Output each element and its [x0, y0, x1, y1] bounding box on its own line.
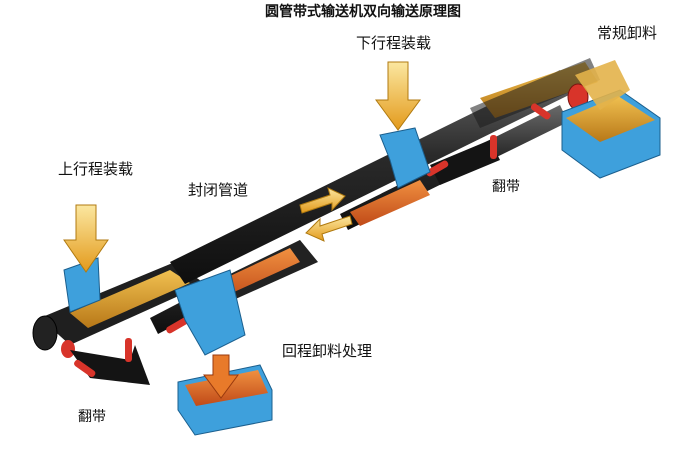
diagram-title: 圆管带式输送机双向输送原理图 [265, 4, 461, 20]
lower-return-material [350, 180, 430, 226]
normal-discharge-material [566, 96, 655, 142]
return-discharge-arrow [203, 354, 239, 399]
idler-roller [530, 103, 551, 120]
label-down-load: 下行程装载 [356, 34, 432, 52]
upper-load-arrow [63, 204, 109, 273]
return-discharge-chute [174, 269, 246, 356]
label-flip-left: 翻带 [78, 409, 106, 425]
upper-closed-pipe [170, 70, 575, 284]
label-closed-pipe: 封闭管道 [188, 181, 249, 199]
down-load-arrow [375, 61, 421, 131]
tail-pulley-cap [61, 340, 75, 358]
label-return-discharge: 回程卸料处理 [282, 342, 373, 360]
label-up-load: 上行程装载 [58, 160, 134, 178]
idler-roller [166, 317, 189, 334]
label-normal-discharge: 常规卸料 [597, 24, 658, 42]
down-load-chute [379, 127, 431, 189]
label-flip-right: 翻带 [492, 179, 520, 195]
flow-arrow-right [299, 187, 346, 214]
right-open-belt [470, 58, 600, 128]
tail-pulley-left [32, 315, 58, 351]
normal-discharge-flow [575, 60, 630, 110]
upper-left-material [70, 270, 190, 328]
flow-arrow-left [305, 215, 353, 242]
idler-roller [125, 338, 132, 362]
idler-roller [426, 160, 449, 177]
belt-flip-right [430, 140, 500, 185]
idler-roller [490, 135, 497, 159]
idler-roller [74, 359, 96, 377]
